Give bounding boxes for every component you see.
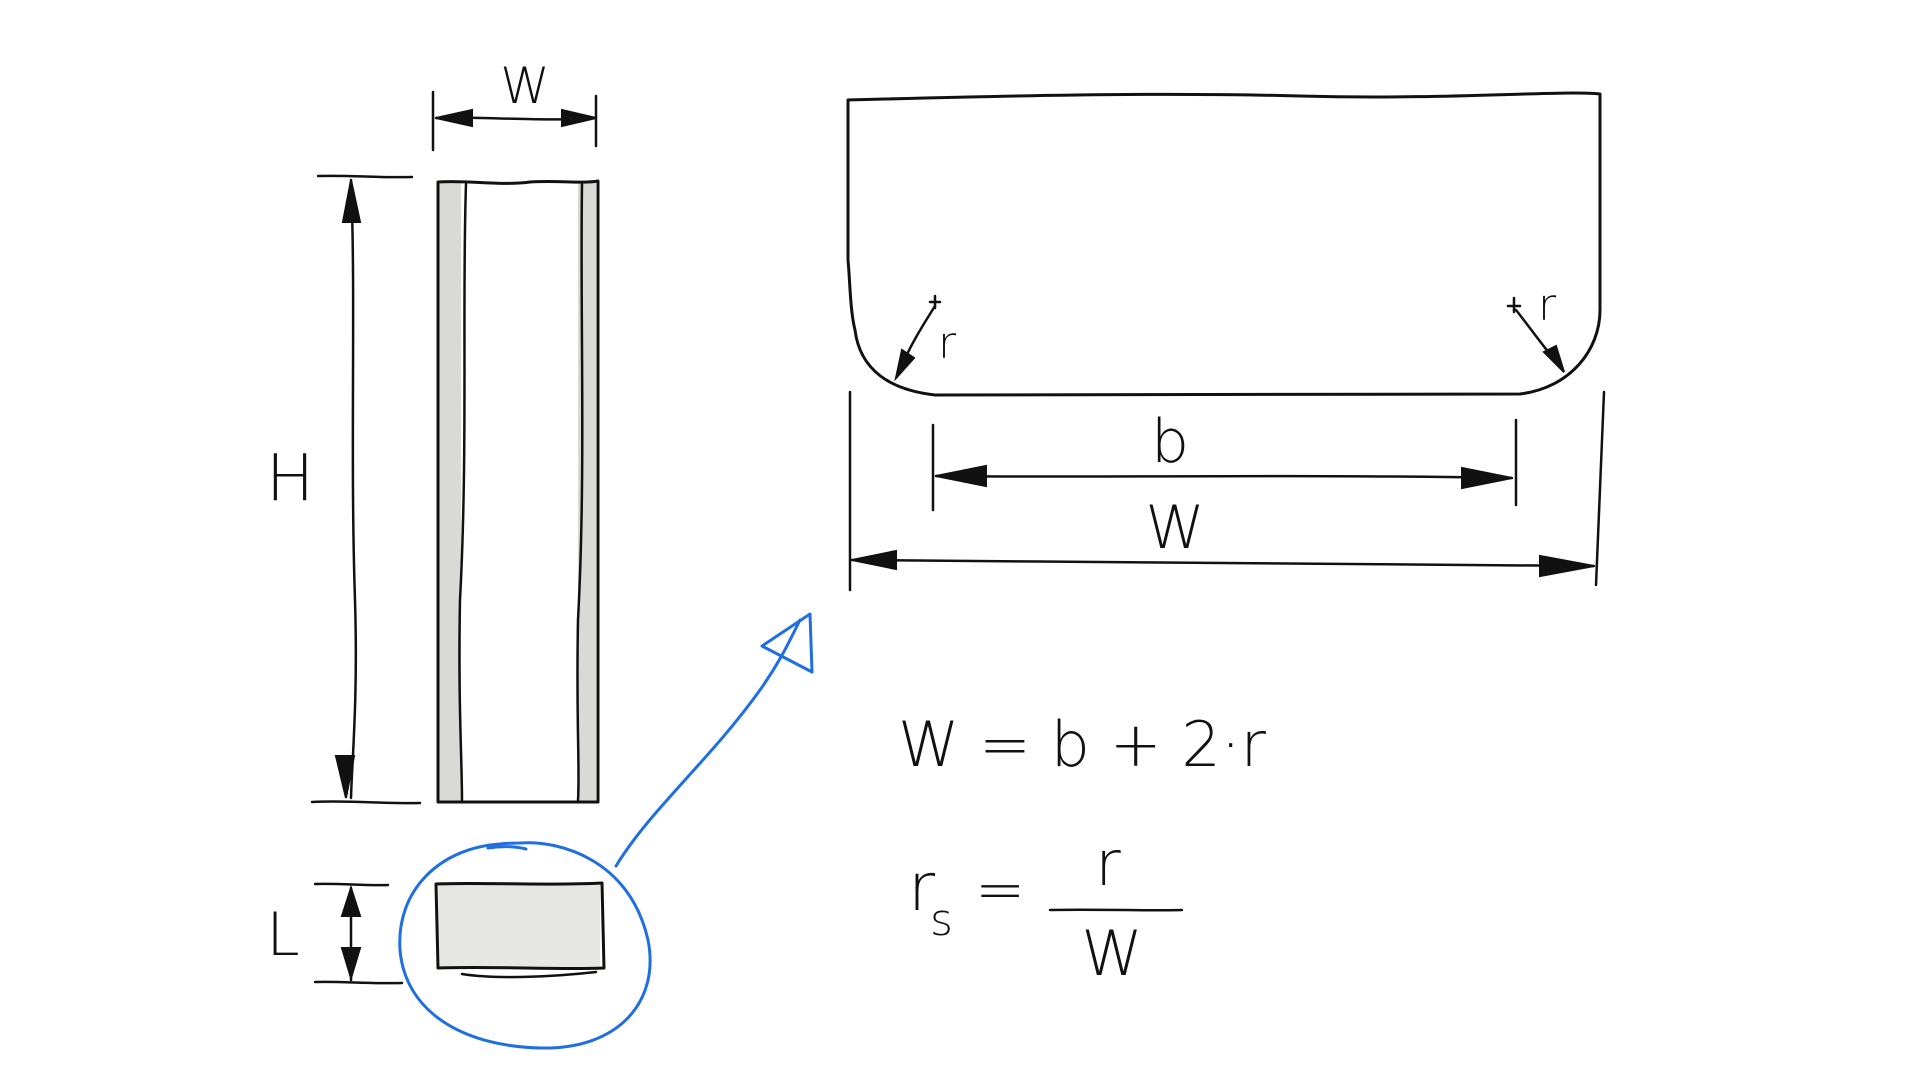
formula-rs-denominator: W (1081, 917, 1142, 990)
label-profile-width: W (500, 57, 549, 115)
overall-width-dimension: W (848, 390, 1606, 592)
label-radius-left: r (938, 318, 957, 369)
fraction-bar (1048, 908, 1184, 912)
strip-inner-left (458, 182, 468, 802)
cross-section-outline (434, 881, 606, 971)
cross-section-fill (438, 884, 600, 968)
length-dimension: L (266, 882, 404, 985)
formula-rs-equals: = (975, 855, 1025, 925)
left-edge-strip (438, 182, 461, 802)
detail-arrow (614, 618, 802, 868)
label-radius-right: r (1538, 280, 1557, 331)
label-flat-width: b (1151, 407, 1189, 477)
cross-section (434, 881, 606, 979)
label-section-length: L (266, 900, 299, 970)
front-view (436, 179, 600, 804)
detail-view: r r (846, 91, 1602, 397)
detail-circle (398, 841, 652, 1050)
detail-profile (846, 91, 1602, 397)
formula-rs-numerator: r (1095, 827, 1121, 900)
label-overall-width: W (1145, 493, 1204, 563)
detail-callout (398, 612, 814, 1050)
formula-rs-subscript: s (930, 895, 953, 946)
detail-arrowhead (760, 612, 814, 674)
label-profile-height: H (266, 442, 314, 516)
formulas: W = b + 2·r r s = r W (898, 708, 1267, 990)
flat-width-dimension: b (931, 407, 1518, 512)
formula-rs-lhs: r (908, 849, 936, 926)
strip-inner-right (576, 182, 584, 802)
height-dimension: H (266, 174, 422, 805)
strip-outline (436, 179, 600, 804)
width-dimension-top: W (431, 57, 598, 152)
formula-width-relation: W = b + 2·r (898, 708, 1267, 781)
